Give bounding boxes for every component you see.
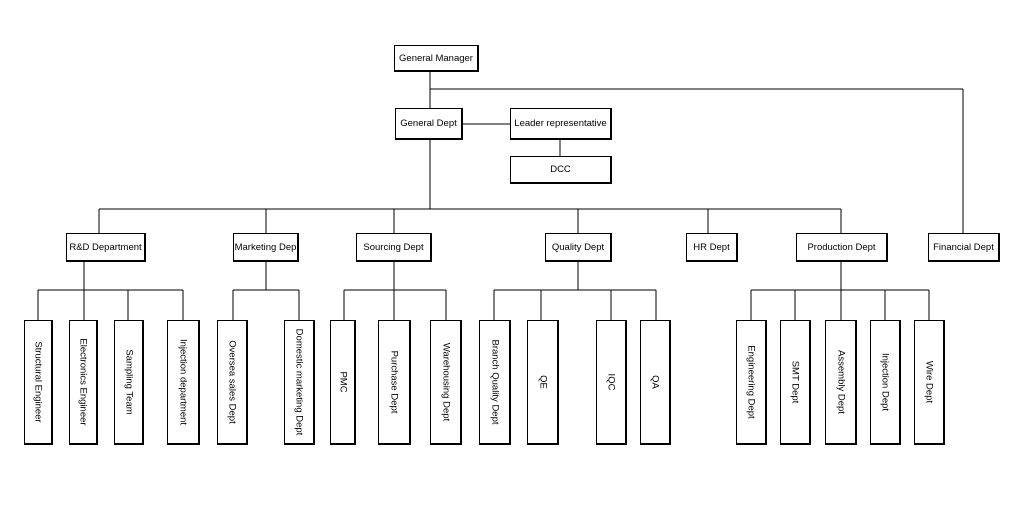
financial-dept-box: Financial Dept — [928, 233, 1000, 262]
subunit-label: PMC — [337, 371, 348, 393]
subunit-box: Warehousing Dept — [430, 320, 462, 445]
dcc-box: DCC — [510, 156, 612, 184]
dept-label: Production Dept — [807, 241, 876, 253]
subunit-box: Branch Quality Dept — [479, 320, 511, 445]
subunit-box: Injection department — [167, 320, 200, 445]
subunit-label: Structural Engineer — [32, 341, 44, 423]
leader-representative-box: Leader representative — [510, 108, 612, 140]
dept-box-sourcing: Sourcing Dept — [356, 233, 432, 262]
subunit-box: PMC — [330, 320, 356, 445]
subunit-label: Domestic marketing Dept — [293, 328, 305, 436]
subunit-label: Warehousing Dept — [440, 342, 451, 422]
dept-label: Marketing Dep — [234, 241, 297, 253]
subunit-box: Domestic marketing Dept — [284, 320, 315, 445]
subunit-label: Injection department — [177, 338, 189, 426]
general-manager-label: General Manager — [399, 52, 473, 64]
subunit-label: Assembly Dept — [835, 350, 846, 414]
subunit-label: Electronics Engineer — [77, 338, 89, 426]
subunit-label: QA — [649, 375, 661, 389]
subunit-box: Wire Dept — [914, 320, 945, 445]
dept-label: Quality Dept — [551, 241, 605, 253]
subunit-label: Sampling Team — [123, 349, 134, 415]
subunit-box: Structural Engineer — [24, 320, 53, 445]
subunit-box: IQC — [596, 320, 627, 445]
subunit-label: Purchase Dept — [388, 350, 400, 414]
subunit-box: Injection Dept — [870, 320, 901, 445]
subunit-box: Sampling Team — [114, 320, 144, 445]
financial-dept-label: Financial Dept — [933, 241, 994, 253]
subunit-box: QE — [527, 320, 559, 445]
dept-label: R&D Department — [69, 241, 142, 253]
dept-box-quality: Quality Dept — [545, 233, 612, 262]
subunit-box: QA — [640, 320, 671, 445]
general-manager-box: General Manager — [394, 45, 479, 72]
dept-box-hr: HR Dept — [686, 233, 738, 262]
dept-box-marketing: Marketing Dep — [233, 233, 299, 262]
dcc-label: DCC — [550, 164, 571, 175]
subunit-label: Engineering Dept — [745, 345, 757, 419]
subunit-label: SMT Dept — [789, 360, 801, 404]
subunit-label: Branch Quality Dept — [489, 339, 500, 425]
subunit-box: Oversea sales Dept — [217, 320, 248, 445]
dept-box-production: Production Dept — [796, 233, 888, 262]
dept-box-rnd: R&D Department — [66, 233, 146, 262]
subunit-label: IQC — [605, 373, 617, 391]
subunit-label: Injection Dept — [879, 352, 891, 412]
dept-label: HR Dept — [693, 241, 730, 253]
subunit-box: Engineering Dept — [736, 320, 767, 445]
subunit-box: SMT Dept — [780, 320, 811, 445]
subunit-box: Assembly Dept — [825, 320, 857, 445]
subunit-label: QE — [537, 375, 548, 389]
leader-representative-label: Leader representative — [514, 118, 607, 129]
subunit-label: Oversea sales Dept — [226, 340, 238, 424]
general-dept-label: General Dept — [400, 118, 457, 129]
subunit-box: Purchase Dept — [378, 320, 411, 445]
subunit-label: Wire Dept — [923, 360, 935, 404]
dept-label: Sourcing Dept — [363, 241, 424, 253]
general-dept-box: General Dept — [395, 108, 463, 140]
subunit-box: Electronics Engineer — [69, 320, 98, 445]
